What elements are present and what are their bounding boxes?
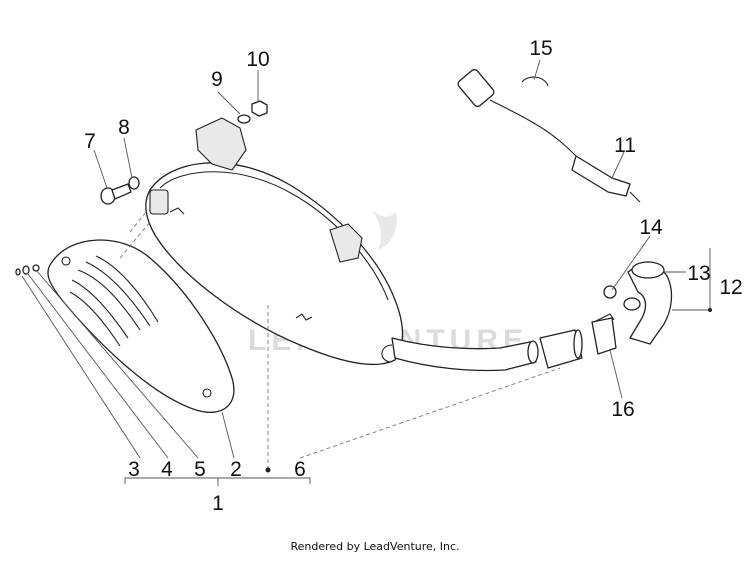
- exhaust-pipe[interactable]: [381, 337, 539, 372]
- callout-7: 7: [84, 130, 96, 153]
- callout-5: 5: [194, 458, 206, 481]
- callout-1: 1: [212, 492, 224, 515]
- mounting-bolt[interactable]: [100, 183, 132, 205]
- callout-11: 11: [614, 134, 636, 157]
- callout-14: 14: [639, 216, 663, 239]
- callout-16: 16: [611, 398, 634, 421]
- pipe-clamp[interactable]: [539, 329, 583, 369]
- footer-credit: Rendered by LeadVenture, Inc.: [290, 540, 460, 553]
- callout-4: 4: [161, 458, 173, 481]
- callout-3: 3: [128, 458, 140, 481]
- screw-washer-set[interactable]: [15, 264, 40, 276]
- leader-lines: [21, 59, 712, 486]
- sensor-clip[interactable]: [521, 76, 549, 87]
- washer-8[interactable]: [128, 176, 140, 190]
- washer-9[interactable]: [237, 114, 251, 124]
- callout-15: 15: [529, 37, 552, 60]
- nut-10[interactable]: [251, 100, 268, 117]
- sleeve[interactable]: [591, 313, 617, 355]
- exhaust-manifold[interactable]: [623, 261, 673, 345]
- callout-13: 13: [687, 262, 710, 285]
- callout-10: 10: [246, 48, 269, 71]
- callout-6: 6: [294, 458, 306, 481]
- callout-2: 2: [230, 458, 242, 481]
- callout-8: 8: [118, 116, 130, 139]
- callout-9: 9: [211, 68, 223, 91]
- circlip[interactable]: [603, 285, 617, 299]
- oxygen-sensor[interactable]: [457, 68, 641, 203]
- muffler[interactable]: [145, 117, 404, 365]
- callout-12: 12: [719, 276, 742, 299]
